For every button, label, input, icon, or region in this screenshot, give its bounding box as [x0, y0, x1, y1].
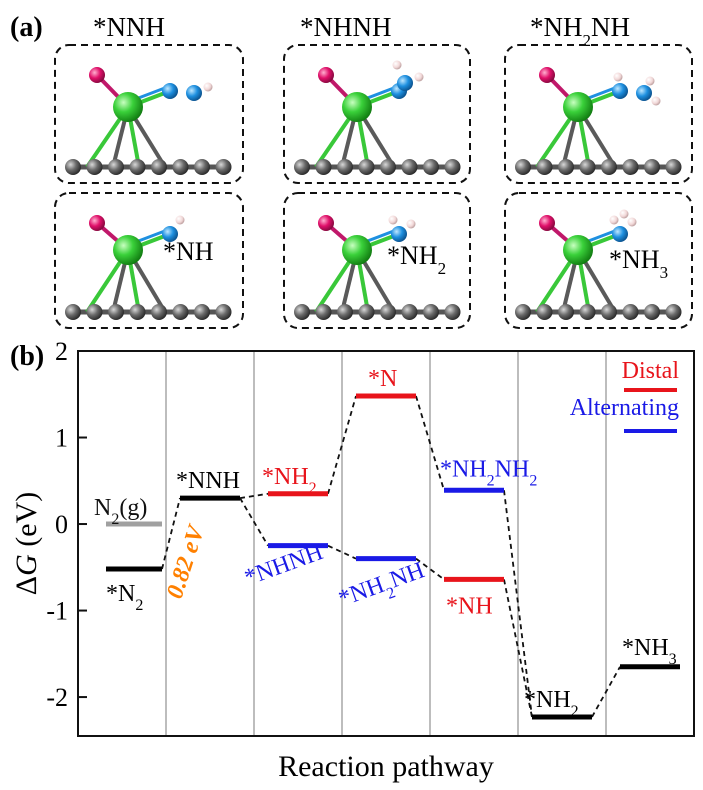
structure-nnh — [65, 67, 232, 175]
energy-level-label: *NH2NH2 — [440, 456, 537, 489]
energy-level-label: *NNH — [176, 468, 240, 494]
energy-level-label: *N2 — [106, 581, 143, 614]
structure-nh3 — [515, 209, 682, 320]
plot-frame — [77, 350, 695, 737]
structure-nh2 — [294, 215, 461, 320]
energy-level-label: N2(g) — [94, 495, 147, 528]
energy-level-label: *NH — [446, 593, 493, 619]
barrier-annotation: 0.82 eV — [162, 521, 210, 602]
x-axis-label: Reaction pathway — [278, 750, 494, 783]
title-nnh: *NNH — [93, 12, 165, 42]
panel-a-label: (a) — [10, 12, 43, 43]
y-tick-label: 0 — [55, 510, 68, 539]
box-label-nh2: *NH2 — [387, 241, 446, 278]
pathway-connector — [503, 490, 533, 718]
energy-level-label: *N — [368, 366, 397, 392]
structure-boxes — [54, 44, 693, 329]
energy-level-label: *NH3 — [622, 635, 677, 668]
y-tick-label: 1 — [55, 424, 68, 453]
box-label-nh3: *NH3 — [609, 245, 668, 282]
y-tick-label: -1 — [46, 597, 68, 626]
y-tick-label: -2 — [46, 683, 68, 712]
title-nhnh: *NHNH — [300, 12, 392, 42]
pathway-connector — [415, 557, 445, 581]
y-axis-label: ΔG (eV) — [10, 492, 43, 595]
pathway-connector — [239, 492, 269, 499]
energy-level-label: *NH2 — [262, 464, 317, 497]
legend-label: Alternating — [570, 395, 679, 421]
structure-nh — [65, 215, 232, 320]
pathway-connector — [327, 395, 357, 495]
legend-label: Distal — [622, 358, 680, 384]
y-tick-label: 2 — [55, 337, 68, 366]
structure-nh2nh — [515, 67, 682, 175]
pathway-connector — [239, 497, 269, 547]
energy-level-label: *NH2NH — [335, 557, 430, 618]
structure-nhnh — [294, 60, 461, 175]
title-nh2nh: *NH2NH — [530, 12, 630, 50]
energy-level-label: *NH2 — [524, 687, 579, 720]
pathway-connector — [415, 395, 445, 491]
panel-b-label: (b) — [10, 341, 44, 372]
structure-illustrations — [65, 60, 682, 320]
pathway-connector — [591, 666, 621, 718]
pathway-connector — [161, 497, 181, 570]
